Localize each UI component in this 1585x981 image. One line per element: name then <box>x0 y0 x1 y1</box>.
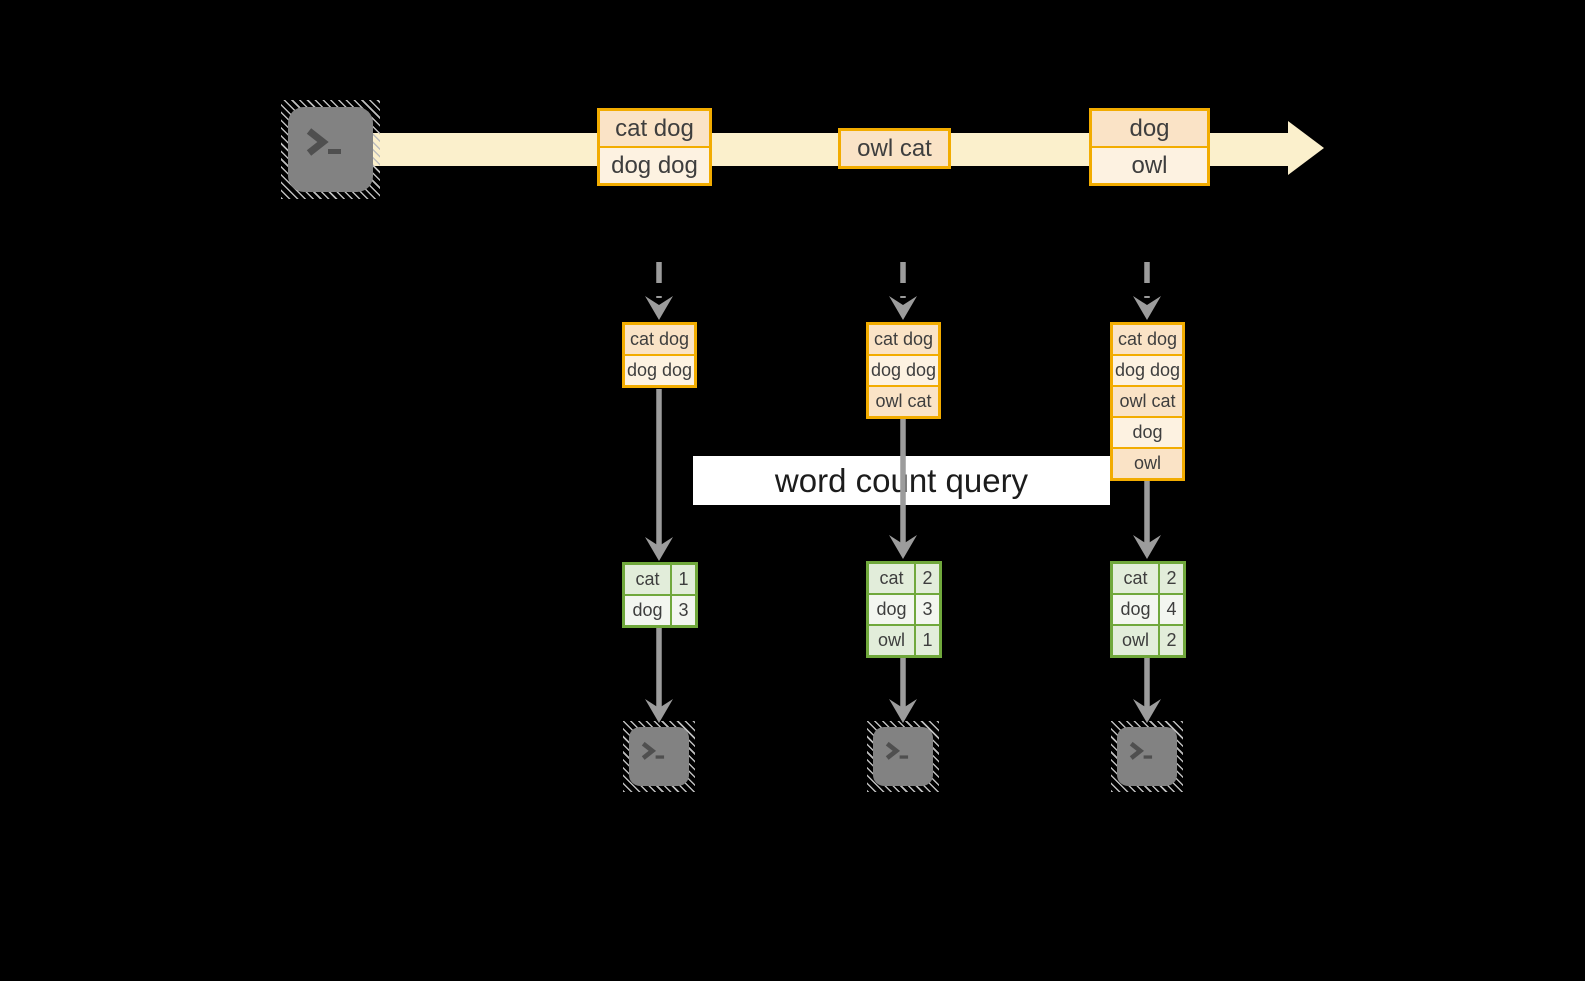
stream-arrow-head <box>1288 121 1324 175</box>
query-arrow-2 <box>889 419 917 559</box>
down-arrow-icon <box>1133 296 1161 320</box>
output-arrow-2 <box>889 658 917 723</box>
output-arrow-3 <box>1133 658 1161 723</box>
word-cell: owl <box>1113 626 1158 655</box>
input-buffer-2: cat dog dog dog owl cat <box>866 322 941 419</box>
terminal-window <box>288 107 373 192</box>
stream-record: dog <box>1092 111 1207 146</box>
prompt-chevron-icon <box>885 741 901 760</box>
word-cell: cat <box>869 564 914 593</box>
prompt-cursor-icon <box>655 755 665 759</box>
prompt-cursor-icon <box>1143 755 1153 759</box>
count-cell: 2 <box>916 564 939 593</box>
prompt-chevron-icon <box>641 741 657 760</box>
terminal-window <box>629 727 689 786</box>
prompt-cursor-icon <box>899 755 909 759</box>
stream-record: dog dog <box>600 148 709 183</box>
word-cell: owl <box>869 626 914 655</box>
down-arrow-icon <box>645 537 673 561</box>
result-table-1: cat 1 dog 3 <box>622 562 698 628</box>
terminal-prompt-icon <box>1129 741 1153 760</box>
ingest-arrow-3 <box>1133 262 1161 320</box>
stream-event-box-3: dog owl <box>1089 108 1210 186</box>
terminal-window <box>873 727 933 786</box>
buffer-record: cat dog <box>869 325 938 354</box>
stream-event-box-1: cat dog dog dog <box>597 108 712 186</box>
input-buffer-1: cat dog dog dog <box>622 322 697 388</box>
input-buffer-3: cat dog dog dog owl cat dog owl <box>1110 322 1185 481</box>
down-arrow-icon <box>645 296 673 320</box>
terminal-prompt-icon <box>306 127 341 156</box>
output-terminal-icon-3 <box>1111 721 1183 792</box>
output-terminal-icon-2 <box>867 721 939 792</box>
word-cell: dog <box>1113 595 1158 624</box>
word-cell: dog <box>625 596 670 625</box>
ingest-arrow-1 <box>645 262 673 320</box>
word-cell: cat <box>625 565 670 594</box>
terminal-prompt-icon <box>885 741 909 760</box>
stream-record: owl cat <box>841 131 948 166</box>
prompt-chevron-icon <box>1129 741 1145 760</box>
count-cell: 1 <box>916 626 939 655</box>
buffer-record: owl <box>1113 449 1182 478</box>
count-cell: 1 <box>672 565 695 594</box>
buffer-record: cat dog <box>1113 325 1182 354</box>
stream-record: cat dog <box>600 111 709 146</box>
down-arrow-icon <box>889 535 917 559</box>
buffer-record: dog dog <box>869 356 938 385</box>
buffer-record: dog <box>1113 418 1182 447</box>
prompt-chevron-icon <box>306 127 329 156</box>
count-cell: 2 <box>1160 626 1183 655</box>
count-cell: 4 <box>1160 595 1183 624</box>
count-cell: 2 <box>1160 564 1183 593</box>
down-arrow-icon <box>889 296 917 320</box>
terminal-window <box>1117 727 1177 786</box>
query-arrow-1 <box>645 389 673 561</box>
word-cell: cat <box>1113 564 1158 593</box>
buffer-record: dog dog <box>1113 356 1182 385</box>
stream-record: owl <box>1092 148 1207 183</box>
output-arrow-1 <box>645 628 673 723</box>
query-arrow-3 <box>1133 481 1161 559</box>
source-terminal-icon <box>281 100 380 199</box>
result-table-3: cat 2 dog 4 owl 2 <box>1110 561 1186 658</box>
buffer-record: owl cat <box>1113 387 1182 416</box>
buffer-record: cat dog <box>625 325 694 354</box>
buffer-record: dog dog <box>625 356 694 385</box>
buffer-record: owl cat <box>869 387 938 416</box>
down-arrow-icon <box>645 699 673 723</box>
output-terminal-icon-1 <box>623 721 695 792</box>
prompt-cursor-icon <box>327 148 341 154</box>
result-table-2: cat 2 dog 3 owl 1 <box>866 561 942 658</box>
down-arrow-icon <box>1133 699 1161 723</box>
down-arrow-icon <box>889 699 917 723</box>
count-cell: 3 <box>916 595 939 624</box>
count-cell: 3 <box>672 596 695 625</box>
ingest-arrow-2 <box>889 262 917 320</box>
stream-event-box-2: owl cat <box>838 128 951 169</box>
word-cell: dog <box>869 595 914 624</box>
terminal-prompt-icon <box>641 741 665 760</box>
down-arrow-icon <box>1133 535 1161 559</box>
